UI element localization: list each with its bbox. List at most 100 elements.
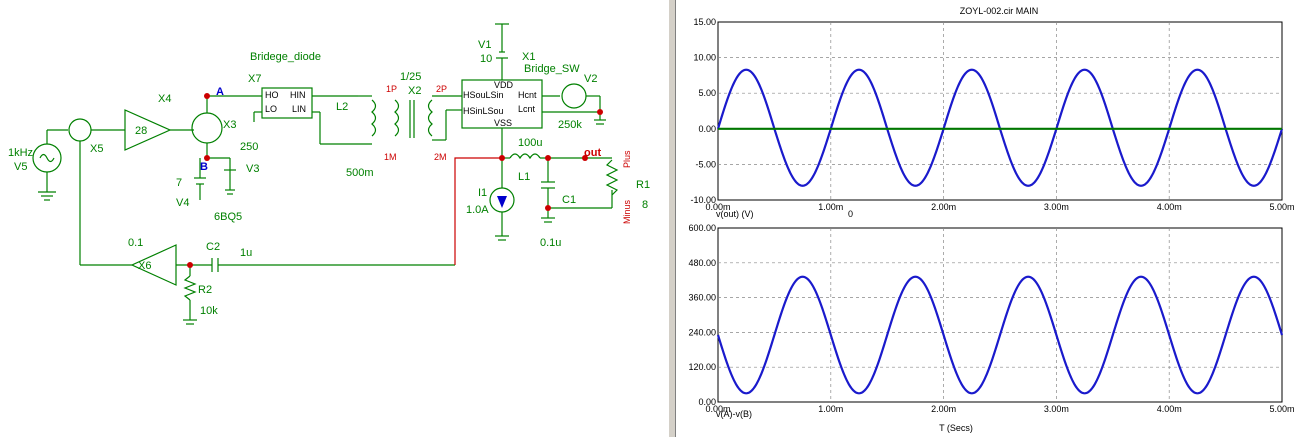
r2-value-label: 10k — [200, 305, 218, 317]
top-panel-x-tick: 2.00m — [931, 202, 956, 212]
l2-label: L2 — [336, 101, 348, 113]
c2-value-label: 1u — [240, 247, 252, 259]
x4-amp-symbol — [124, 109, 172, 151]
hcnt-pin-label: Hcnt — [518, 90, 537, 100]
l2-value-label: 500m — [346, 167, 374, 179]
ratio-label: 1/25 — [400, 71, 421, 83]
bottom-trace-label: v(A)-v(B) — [716, 409, 752, 419]
lcnt-pin-label: Lcnt — [518, 104, 536, 114]
nodes — [187, 93, 603, 268]
x5-label: X5 — [90, 143, 103, 155]
x6-label: X6 — [138, 260, 151, 272]
bridge-sw-label: Bridge_SW — [524, 63, 580, 75]
ho-pin-label: HO — [265, 90, 279, 100]
bottom-panel-x-tick: 2.00m — [931, 404, 956, 414]
plus-label: Plus — [622, 150, 632, 168]
bottom-panel-x-tick: 0.00m — [705, 404, 730, 414]
c1-value-label: 0.1u — [540, 237, 561, 249]
x1-label: X1 — [522, 51, 535, 63]
vss-pin-label: VSS — [494, 118, 512, 128]
v5-freq-label: 1kHz — [8, 147, 33, 159]
v4-label: V4 — [176, 197, 189, 209]
plot-svg[interactable]: ZOYL-002.cir MAIN 0.00m 1.00m 2.00m 3.00m 4.… — [676, 0, 1308, 437]
bottom-panel-y-tick: 120.00 — [688, 362, 716, 372]
bottom-panel-y-tick: 240.00 — [688, 327, 716, 337]
x3-tube-symbol — [191, 112, 223, 144]
bottom-plot-panel[interactable]: 0.00m 1.00m 2.00m 3.00m 4.00m 5.00m 600.00 480.… — [688, 223, 1294, 414]
top-panel-y-tick: 0.00 — [698, 124, 716, 134]
v4-value-label: 7 — [176, 177, 182, 189]
x-axis-label: T (Secs) — [939, 423, 973, 433]
x7-bridge-diode-symbol — [261, 87, 313, 119]
x4-label: X4 — [158, 93, 171, 105]
wires — [32, 23, 619, 325]
top-panel-x-tick: 0.00m — [705, 202, 730, 212]
tube-label: 6BQ5 — [214, 211, 242, 223]
bottom-panel-x-tick: 5.00m — [1269, 404, 1294, 414]
v5-label: V5 — [14, 161, 27, 173]
bottom-panel-y-tick: 0.00 — [698, 397, 716, 407]
x2-primary — [394, 99, 400, 137]
top-trace-label: v(out) (V) — [716, 209, 754, 219]
l2-inductor-symbol — [371, 99, 377, 137]
x6-gain-label: 0.1 — [128, 237, 143, 249]
i1-arrow — [497, 196, 507, 208]
schematic-canvas[interactable]: 1kHz V5 X5 X4 28 X3 6BQ5 250 V3 7 V4 X7 … — [0, 0, 668, 437]
r2-resistor-symbol — [183, 275, 197, 301]
l1-inductor-symbol — [509, 153, 541, 160]
v2-label: V2 — [584, 73, 597, 85]
bottom-panel-y-tick: 600.00 — [688, 223, 716, 233]
r2-label: R2 — [198, 284, 212, 296]
lo-pin-label: LO — [265, 104, 277, 114]
v3-value-label: 250 — [240, 141, 258, 153]
top-panel-y-tick: 10.00 — [693, 53, 716, 63]
top-panel-y-tick: -10.00 — [690, 195, 716, 205]
r1-resistor-symbol — [605, 159, 619, 196]
c2-label: C2 — [206, 241, 220, 253]
i1-label: I1 — [478, 187, 487, 199]
x7-label: X7 — [248, 73, 261, 85]
top-panel-x-tick: 1.00m — [818, 202, 843, 212]
hsinlsou-pin-label: HSinLSou — [463, 106, 504, 116]
bottom-panel-x-tick: 1.00m — [818, 404, 843, 414]
top-panel-y-tick: 5.00 — [698, 88, 716, 98]
x3-label: X3 — [223, 119, 236, 131]
plot-title: ZOYL-002.cir MAIN — [960, 6, 1039, 16]
c1-label: C1 — [562, 194, 576, 206]
node-a-label: A — [216, 86, 224, 98]
schematic-svg[interactable]: 1kHz V5 X5 X4 28 X3 6BQ5 250 V3 7 V4 X7 … — [0, 0, 668, 437]
plot-pane[interactable]: ZOYL-002.cir MAIN 0.00m 1.00m 2.00m 3.00m 4.… — [676, 0, 1308, 437]
out-node-label: out — [584, 147, 601, 159]
bottom-panel-x-tick: 4.00m — [1157, 404, 1182, 414]
pin-1m-label: 1M — [384, 152, 397, 162]
top-panel-x-tick: 3.00m — [1044, 202, 1069, 212]
top-panel-x-tick: 5.00m — [1269, 202, 1294, 212]
vab-trace — [716, 275, 1284, 395]
pin-2p-label: 2P — [436, 84, 447, 94]
hin-pin-label: HIN — [290, 90, 306, 100]
x2-secondary — [427, 99, 433, 137]
top-panel-frame — [717, 21, 1283, 201]
l1-value-label: 100u — [518, 137, 542, 149]
i1-value-label: 1.0A — [466, 204, 489, 216]
bottom-panel-x-tick: 3.00m — [1044, 404, 1069, 414]
bridge-diode-label: Bridege_diode — [250, 51, 321, 63]
node-b-label: B — [200, 161, 208, 173]
v1-label: V1 — [478, 39, 491, 51]
hsoulsin-pin-label: HSouLSin — [463, 90, 504, 100]
l1-label: L1 — [518, 171, 530, 183]
pin-2m-label: 2M — [434, 152, 447, 162]
x2-label: X2 — [408, 85, 421, 97]
r1-value-label: 8 — [642, 199, 648, 211]
bottom-panel-y-tick: 480.00 — [688, 258, 716, 268]
v2-value-label: 250k — [558, 119, 582, 131]
v3-label: V3 — [246, 163, 259, 175]
bottom-panel-y-tick: 360.00 — [688, 293, 716, 303]
pin-1p-label: 1P — [386, 84, 397, 94]
cursor-value-label: 0 — [848, 209, 853, 219]
pane-splitter[interactable] — [668, 0, 676, 437]
x5-summer-symbol — [68, 118, 92, 142]
minus-label: Minus — [622, 199, 632, 224]
top-panel-y-tick: -5.00 — [695, 159, 716, 169]
